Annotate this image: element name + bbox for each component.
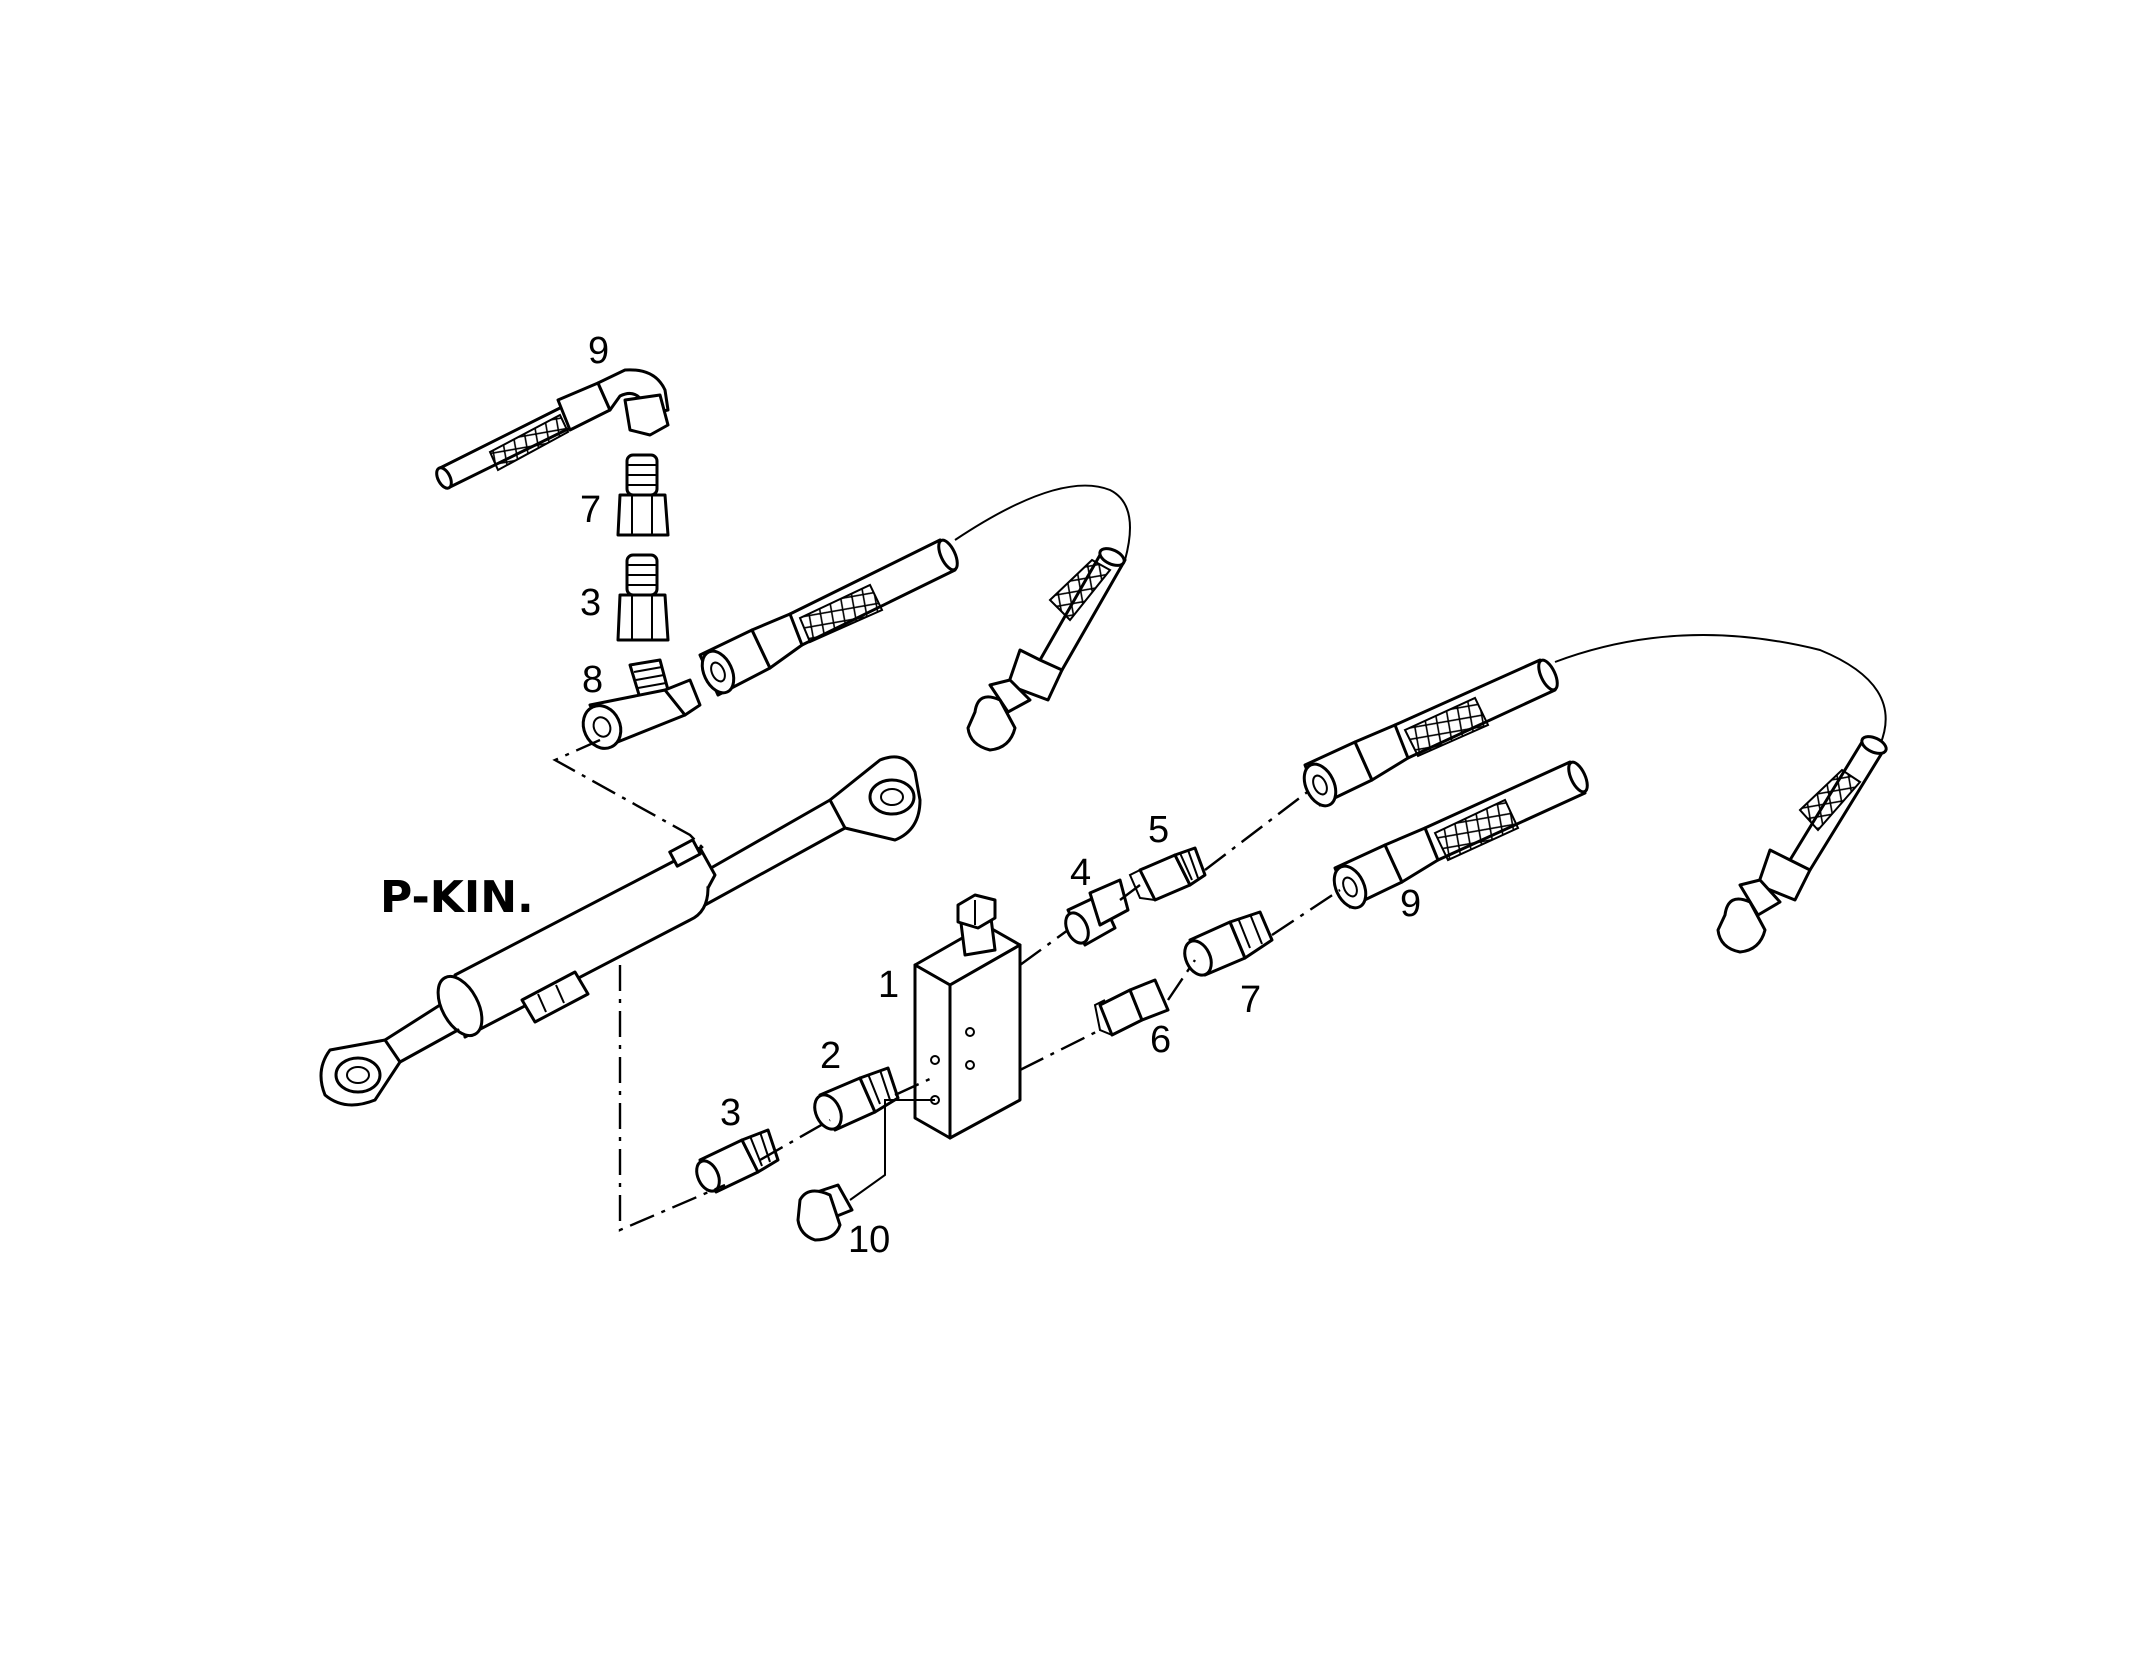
hose-assembly-right-upper	[1302, 634, 1888, 954]
fitting-7-upper	[616, 453, 670, 537]
callout-7-upper: 7	[580, 489, 601, 531]
fitting-4	[1064, 878, 1130, 947]
callout-6: 6	[1150, 1019, 1171, 1061]
valve-block-1	[913, 893, 1022, 1140]
callout-2: 2	[820, 1035, 841, 1077]
callout-7-lower: 7	[1240, 979, 1261, 1021]
hose-assembly-upper-middle	[698, 484, 1131, 752]
fitting-6	[1093, 978, 1170, 1037]
hose-assembly-right-lower-9	[1332, 760, 1589, 910]
leader-lines	[552, 738, 1341, 1232]
hose-assembly-upper-left	[435, 368, 670, 490]
tee-fitting-8	[581, 658, 702, 750]
fitting-7-lower	[1183, 910, 1274, 977]
callout-9-upper: 9	[588, 330, 609, 372]
assembly-label: P-KIN.	[380, 872, 534, 923]
hydraulic-cylinder	[319, 755, 922, 1107]
fitting-5	[1128, 846, 1207, 902]
callout-3-upper: 3	[580, 582, 601, 624]
fitting-3-upper	[616, 553, 670, 642]
fitting-3-lower	[695, 1128, 780, 1194]
callout-1: 1	[878, 964, 899, 1006]
callout-5: 5	[1148, 809, 1169, 851]
callout-8: 8	[582, 659, 603, 701]
callout-9-lower: 9	[1400, 883, 1421, 925]
callout-3-lower: 3	[720, 1092, 741, 1134]
callout-4: 4	[1070, 852, 1091, 894]
callout-10: 10	[848, 1219, 890, 1261]
fitting-2	[813, 1066, 900, 1132]
plug-10	[796, 1183, 854, 1242]
